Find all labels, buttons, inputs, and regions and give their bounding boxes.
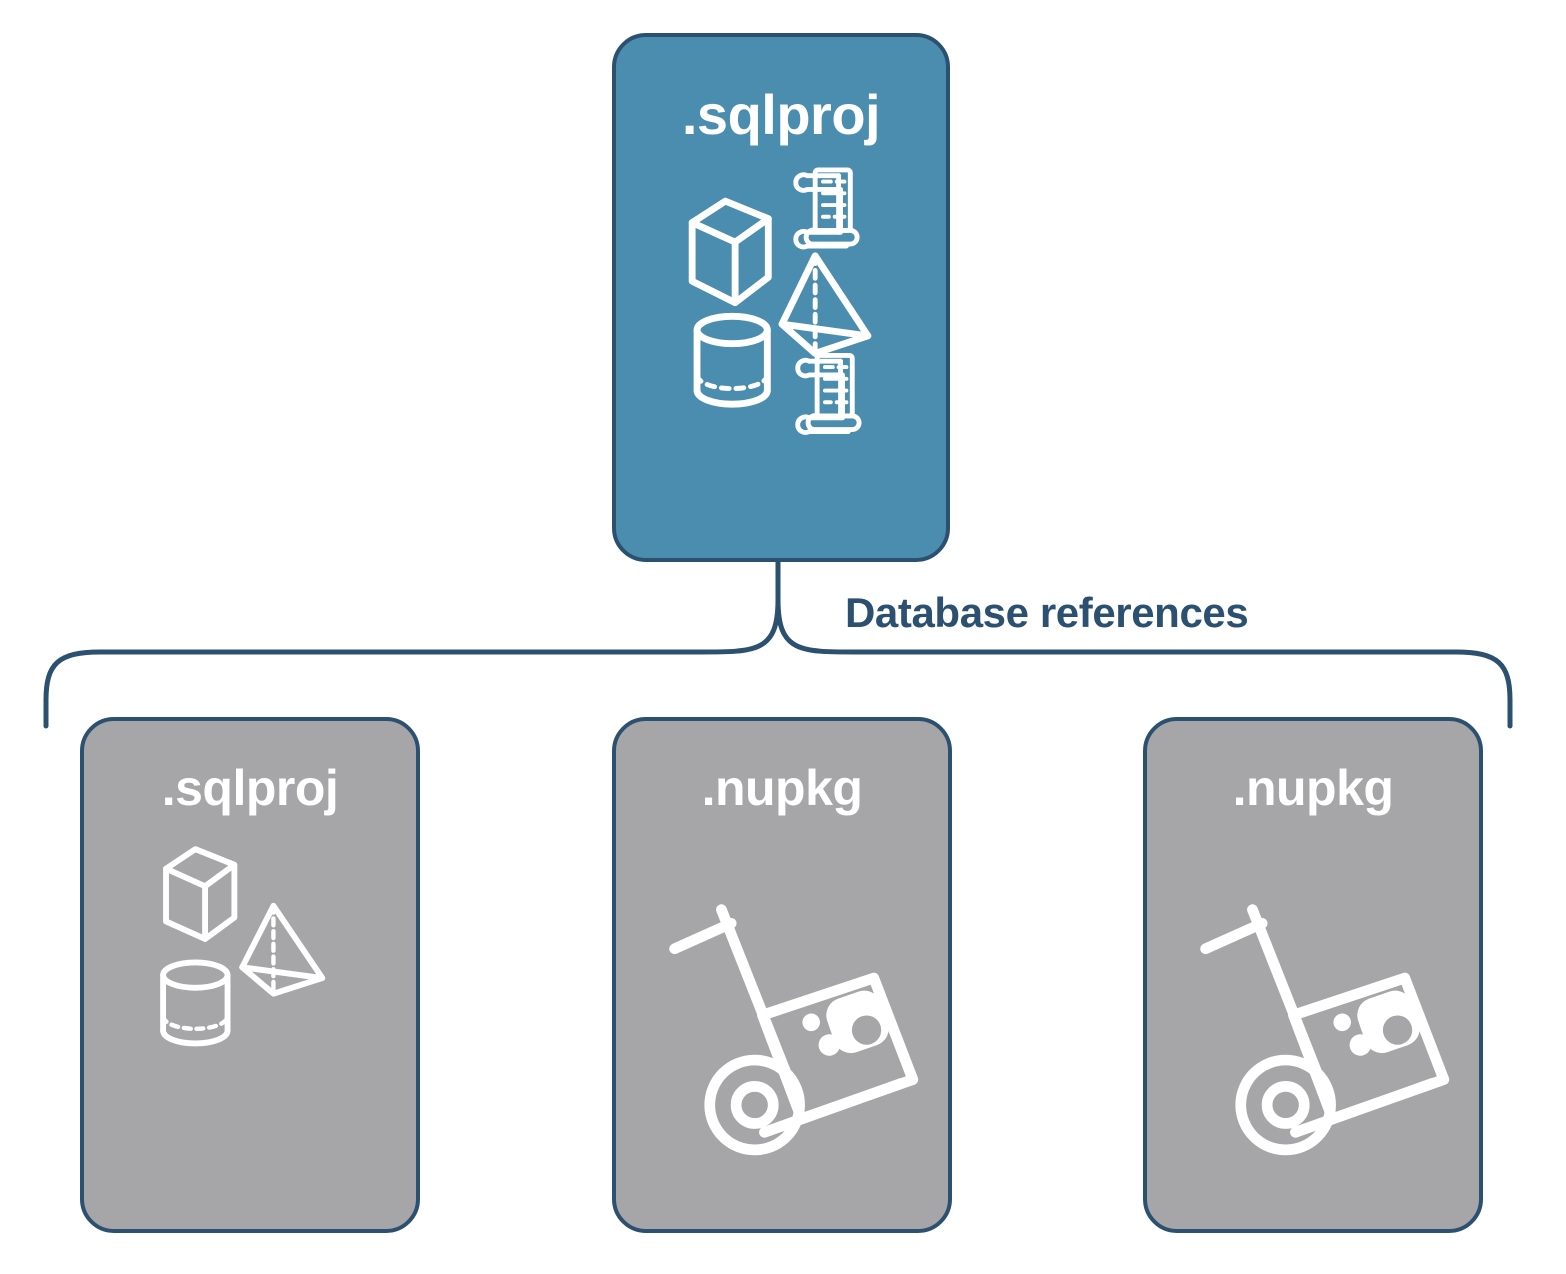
node-root-title: .sqlproj <box>681 83 881 146</box>
node-child-sqlproj-artwork <box>84 813 416 1229</box>
brace-right-arm <box>775 597 1513 729</box>
node-child-nupkg-2-artwork <box>1147 813 1479 1229</box>
node-child-nupkg-2[interactable]: .nupkg <box>1143 717 1483 1233</box>
node-root-sqlproj[interactable]: .sqlproj <box>612 33 950 562</box>
node-root-artwork <box>616 143 946 558</box>
cube-wireframe-icon <box>163 846 238 942</box>
scroll-script-icon <box>793 167 860 250</box>
pyramid-wireframe-icon <box>239 902 326 997</box>
node-child-sqlproj[interactable]: .sqlproj <box>80 717 420 1233</box>
hand-truck-icon <box>669 904 919 1156</box>
cube-wireframe-icon <box>688 197 772 307</box>
node-child-nupkg-1-artwork <box>616 813 948 1229</box>
pyramid-wireframe-icon <box>778 252 872 357</box>
node-child-nupkg-1-title: .nupkg <box>701 760 863 816</box>
nuget-box-icon <box>1288 972 1450 1125</box>
hand-truck-icon <box>1200 904 1450 1156</box>
brace-label: Database references <box>845 589 1249 636</box>
scroll-script-icon <box>795 352 862 435</box>
node-child-sqlproj-title: .sqlproj <box>161 760 339 816</box>
node-child-nupkg-1[interactable]: .nupkg <box>612 717 952 1233</box>
cylinder-wireframe-icon <box>693 312 771 408</box>
node-child-nupkg-2-title: .nupkg <box>1232 760 1394 816</box>
brace-left-arm <box>43 597 781 729</box>
nuget-box-icon <box>757 972 919 1125</box>
cylinder-wireframe-icon <box>160 959 231 1047</box>
